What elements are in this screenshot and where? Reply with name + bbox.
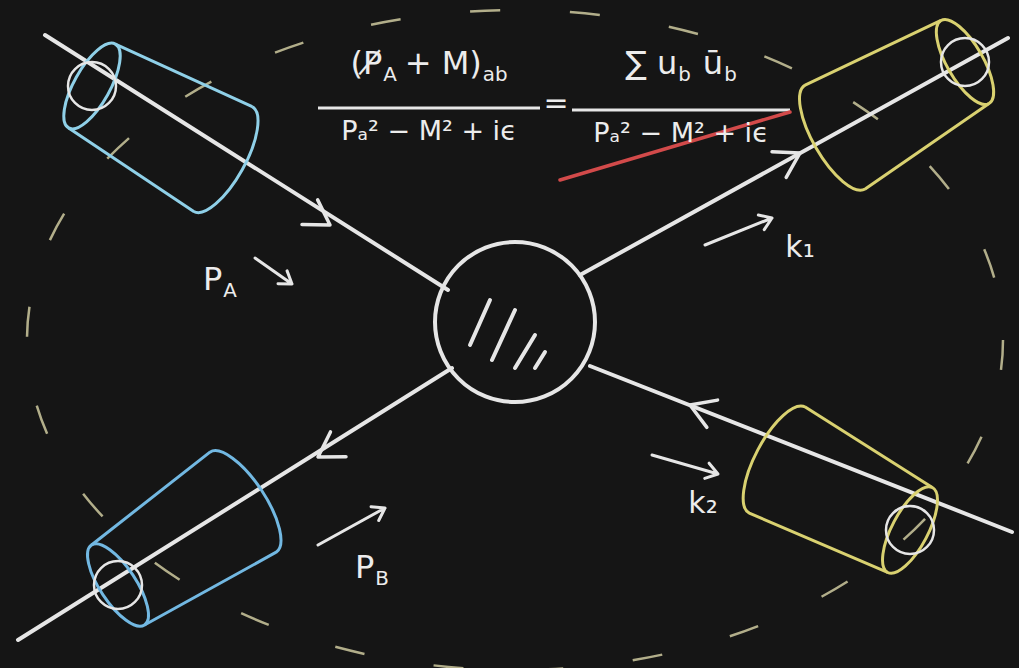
detector [786,1,1011,200]
subscript: ab [483,63,508,86]
particle-line [590,366,1012,532]
math-expression: = [543,86,568,119]
hatching [492,310,515,360]
math-symbol: (P̸ [350,44,382,82]
subscript: B [375,567,389,590]
math-expression: k₁ [785,230,814,263]
interaction-blob [435,242,595,402]
detector-hit [886,506,934,554]
detector [47,25,271,222]
line-arrow [772,152,800,178]
momentum-arrow [318,507,385,545]
subscript: A [223,279,237,302]
math-expression: PB [355,550,389,590]
detector [730,397,954,592]
detector [70,440,295,645]
detector-hit [94,561,142,609]
math-symbol: ū [703,44,723,82]
math-expression: (P̸A + M)ab [350,46,507,86]
math-symbol: ∑ u [625,44,677,82]
math-expression: k₂ [688,486,717,519]
detector-hit [941,38,989,86]
strike-out [560,112,790,180]
momentum-arrow [652,455,718,478]
math-symbol: + M) [405,44,482,82]
math-symbol: k₂ [688,485,717,520]
math-expression: ∑ ubūb [625,46,736,86]
math-symbol: P [203,260,222,298]
momentum-arrow [705,215,772,245]
math-symbol: Pₐ² − M² + iϵ [341,115,517,146]
particle-line [18,368,452,640]
math-expression: Pₐ² − M² + iϵ [593,118,769,148]
line-arrow [690,400,718,427]
fraction-bar [572,109,790,112]
math-symbol: k₁ [785,229,814,264]
hatching [535,352,545,368]
math-expression: Pₐ² − M² + iϵ [341,116,517,146]
fraction-bar [318,107,540,110]
math-symbol: P [355,548,374,586]
detector-hit [68,62,116,110]
math-expression: PA [203,262,237,302]
line-arrow [318,432,346,457]
momentum-arrow [255,258,292,284]
hatching [515,335,535,368]
subscript: b [678,63,691,86]
subscript: b [724,63,737,86]
subscript: A [383,63,397,86]
line-arrow [302,200,330,225]
dashed-boundary [27,10,1003,668]
math-symbol: = [543,85,568,120]
hatching [470,300,490,345]
math-symbol: Pₐ² − M² + iϵ [593,117,769,148]
